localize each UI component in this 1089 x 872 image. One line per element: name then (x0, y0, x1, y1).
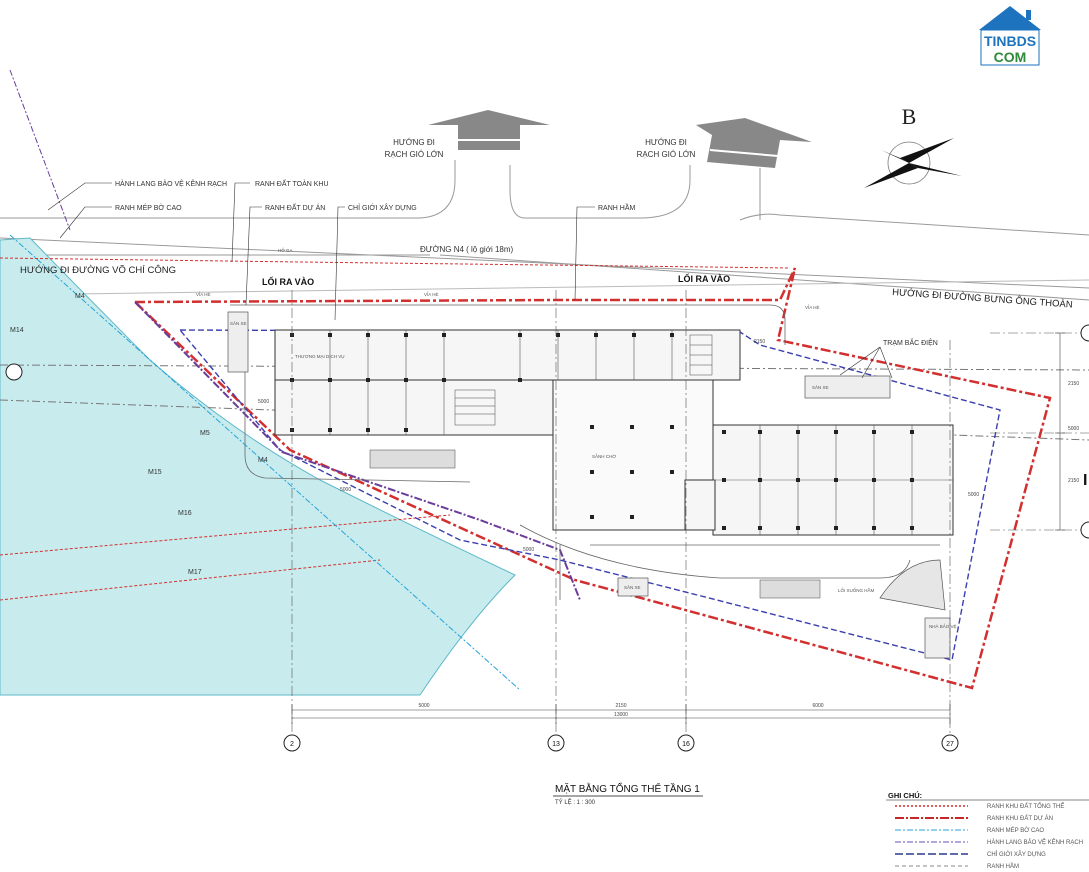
canal-water (0, 237, 516, 696)
dim-4: 5000 (523, 547, 534, 553)
callout-tram-bac-dien: TRẠM BẮC ĐIỆN (883, 338, 938, 347)
shop-label: THƯƠNG MẠI DỊCH VỤ (295, 354, 344, 359)
setback-line (178, 329, 1001, 661)
marker-m14: M14 (10, 327, 24, 334)
legend-item-4: HÀNH LANG BẢO VỆ KÊNH RẠCH (895, 838, 1083, 846)
drawing-title: MẶT BẰNG TỔNG THỂ TẦNG 1 TỶ LỆ : 1 : 300 (553, 782, 703, 806)
manhole-label: HỐ GA (278, 247, 293, 253)
road-label: ĐƯỜNG N4 ( lộ giới 18m) (420, 245, 514, 254)
site-pavement (230, 304, 940, 600)
leader-lines (47, 182, 893, 379)
callout-ranh-ham: RANH HẦM (598, 202, 636, 212)
dim-2: 2150 (754, 339, 765, 345)
logo-text-top: TINBDS (984, 33, 1036, 49)
direction-vo-chi-cong: HƯỚNG ĐI ĐƯỜNG VÕ CHÍ CÔNG (20, 265, 176, 276)
canal-corridor (134, 301, 581, 601)
parking-label-1: SÂN XE (230, 320, 247, 326)
grid-axis-27: 27 (946, 741, 954, 748)
legend-item-2: RANH KHU ĐẤT DỰ ÁN (895, 815, 1053, 822)
direction-arrow-2: HƯỚNG ĐI RẠCH GIÓ LỚN (637, 118, 812, 168)
svg-text:RANH MÉP BỜ CAO: RANH MÉP BỜ CAO (987, 827, 1044, 834)
callout-ranh-moc: RANH MÉP BỜ CAO (115, 203, 182, 212)
entrance-left: LỐI RA VÀO (262, 276, 314, 287)
building-footprint (274, 329, 954, 599)
title-main: MẶT BẰNG TỔNG THỂ TẦNG 1 (555, 782, 700, 795)
dim-bottom-total: 13000 (614, 712, 628, 718)
grid-axes (291, 290, 1089, 735)
legend-item-5: CHỈ GIỚI XÂY DỰNG (895, 851, 1046, 858)
parking-label-2: SÂN XE (812, 384, 829, 390)
dim-5: 5000 (340, 487, 351, 493)
project-boundary (131, 267, 1052, 690)
sidewalk-label-3: VỈA HÈ (805, 304, 820, 310)
parking-label-3: SÂN XE (624, 584, 641, 590)
direction-bung-ong-thoan: HƯỚNG ĐI ĐƯỜNG BƯNG ÔNG THOÀN (892, 287, 1073, 311)
legend: GHI CHÚ: RANH KHU ĐẤT TỔNG THỂ RANH KHU … (886, 791, 1089, 870)
dim-right-a: 2150 (1068, 381, 1079, 387)
direction-label-1b: RẠCH GIÓ LỚN (385, 150, 444, 159)
road-edges (0, 160, 1089, 301)
sidewalk-label-1: VỈA HÈ (196, 291, 211, 297)
dim-bottom-b: 2150 (615, 703, 626, 709)
grid-axis-row: I (1083, 472, 1087, 489)
direction-arrow-1: HƯỚNG ĐI RẠCH GIÓ LỚN (385, 110, 550, 159)
north-compass-icon: B (864, 104, 962, 188)
grid-bubbles (5, 324, 1089, 752)
direction-label-1a: HƯỚNG ĐI (393, 138, 435, 147)
dimension-chain (291, 332, 1065, 724)
direction-label-2b: RẠCH GIÓ LỚN (637, 150, 696, 159)
sidewalk-label-2: VỈA HÈ (424, 291, 439, 297)
svg-text:HÀNH LANG BẢO VỆ KÊNH RẠCH: HÀNH LANG BẢO VỆ KÊNH RẠCH (987, 838, 1083, 846)
callout-ranh-du-an: RANH ĐẤT DỰ ÁN (265, 202, 325, 212)
legend-heading: GHI CHÚ: (888, 791, 922, 800)
lobby-label: SẢNH CHỜ (592, 453, 616, 459)
svg-text:RANH KHU ĐẤT DỰ ÁN: RANH KHU ĐẤT DỰ ÁN (987, 815, 1053, 822)
dim-1: 5000 (258, 399, 269, 405)
compass-letter: B (902, 104, 917, 129)
entrance-right: LỐI RA VÀO (678, 273, 730, 284)
marker-m4a: M4 (75, 293, 85, 300)
marker-m5: M5 (200, 430, 210, 437)
dim-right-b: 5000 (1068, 426, 1079, 432)
dim-bottom-a: 5000 (418, 703, 429, 709)
marker-m4b: M4 (258, 457, 268, 464)
legend-item-1: RANH KHU ĐẤT TỔNG THỂ (895, 803, 1064, 810)
marker-m17: M17 (188, 569, 202, 576)
marker-m16: M16 (178, 510, 192, 517)
svg-text:RANH HẦM: RANH HẦM (987, 863, 1019, 870)
logo-text-bottom: COM (994, 49, 1027, 65)
grid-axis-2: 2 (290, 741, 294, 748)
grid-axis-16: 16 (682, 741, 690, 748)
svg-text:CHỈ GIỚI XÂY DỰNG: CHỈ GIỚI XÂY DỰNG (987, 851, 1046, 858)
dim-3: 5000 (968, 492, 979, 498)
svg-text:RANH KHU ĐẤT TỔNG THỂ: RANH KHU ĐẤT TỔNG THỂ (987, 803, 1064, 810)
tinbds-logo: TINBDS COM (979, 6, 1041, 66)
callout-chi-gioi: CHỈ GIỚI XÂY DỰNG (348, 203, 417, 212)
ramps (227, 311, 951, 659)
grid-axis-13: 13 (552, 741, 560, 748)
legend-item-6: RANH HẦM (895, 863, 1019, 870)
dim-bottom-c: 6000 (812, 703, 823, 709)
dim-right-c: 2150 (1068, 478, 1079, 484)
legend-item-3: RANH MÉP BỜ CAO (895, 827, 1044, 834)
ramp-label: LỐI XUỐNG HẦM (838, 587, 875, 593)
callout-ranh-toan-khu: RANH ĐẤT TOÀN KHU (255, 178, 329, 188)
callout-hanh-lang: HÀNH LANG BẢO VỆ KÊNH RẠCH (115, 179, 227, 188)
guard-label: NHÀ BẢO VỆ (929, 622, 957, 629)
title-scale: TỶ LỆ : 1 : 300 (555, 798, 596, 806)
direction-label-2a: HƯỚNG ĐI (645, 138, 687, 147)
marker-m15: M15 (148, 469, 162, 476)
